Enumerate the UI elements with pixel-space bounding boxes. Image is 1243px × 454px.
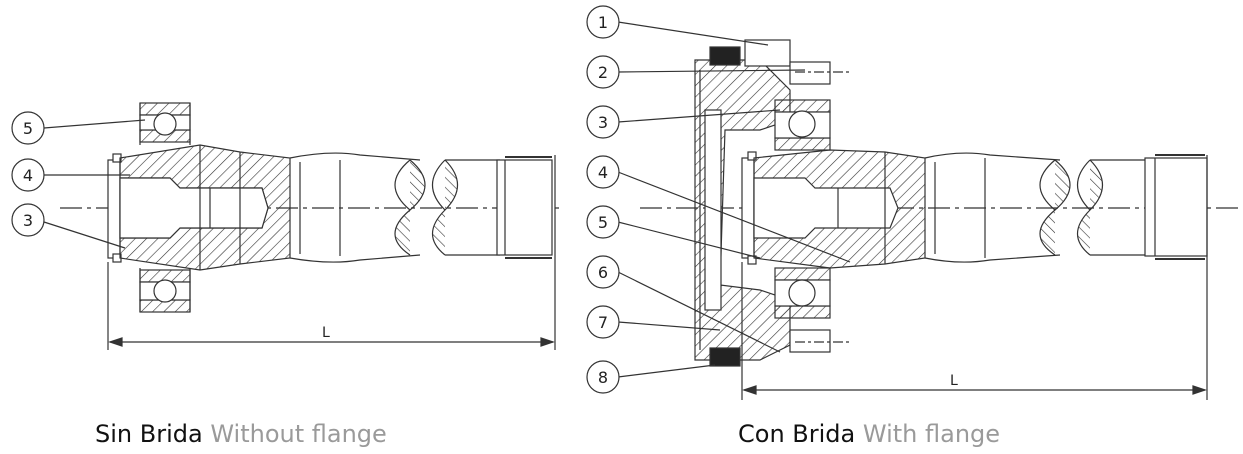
left-callout-3: 3 <box>11 203 45 237</box>
caption-english: Without flange <box>210 420 387 448</box>
svg-text:7: 7 <box>598 313 608 332</box>
left-roller-drawing <box>43 102 563 350</box>
caption-without-flange: Sin Brida Without flange <box>95 420 387 448</box>
roller-drawings: L 5 4 3 <box>11 5 1240 400</box>
svg-text:4: 4 <box>23 166 33 185</box>
right-bearing-top <box>774 99 831 151</box>
right-callout-5: 5 <box>586 205 620 239</box>
svg-text:6: 6 <box>598 263 608 282</box>
caption-spanish: Con Brida <box>738 420 856 448</box>
right-seal-top <box>709 46 741 66</box>
right-callout-3: 3 <box>586 105 620 139</box>
caption-spanish: Sin Brida <box>95 420 203 448</box>
left-bearing-top <box>139 102 191 145</box>
right-callout-8: 8 <box>586 360 620 394</box>
left-callout-4: 4 <box>11 158 45 192</box>
right-bearing-bottom <box>774 267 831 319</box>
right-shaft-cap <box>741 157 755 259</box>
right-callout-6: 6 <box>586 255 620 289</box>
right-dimension-label: L <box>950 373 958 389</box>
left-tube <box>289 152 421 263</box>
right-callout-1: 1 <box>586 5 620 39</box>
left-callout-5: 5 <box>11 111 45 145</box>
right-bolt-bottom <box>789 329 850 353</box>
right-bolt-top <box>789 61 850 85</box>
svg-text:3: 3 <box>23 211 33 230</box>
svg-text:5: 5 <box>598 213 608 232</box>
caption-with-flange: Con Brida With flange <box>738 420 1000 448</box>
right-roller-drawing <box>617 21 1240 400</box>
svg-text:4: 4 <box>598 163 608 182</box>
svg-text:8: 8 <box>598 368 608 387</box>
right-seal-bottom <box>709 347 741 367</box>
right-callout-7: 7 <box>586 305 620 339</box>
right-tube-end <box>1144 157 1208 257</box>
right-tube <box>924 152 1061 263</box>
svg-text:2: 2 <box>598 63 608 82</box>
left-dimension-label: L <box>322 325 330 341</box>
svg-text:5: 5 <box>23 119 33 138</box>
svg-text:1: 1 <box>598 13 608 32</box>
svg-text:3: 3 <box>598 113 608 132</box>
right-callout-2: 2 <box>586 55 620 89</box>
left-tube-end <box>496 159 553 256</box>
left-bearing-bottom <box>139 268 191 313</box>
caption-english: With flange <box>862 420 1001 448</box>
right-callout-4: 4 <box>586 155 620 189</box>
